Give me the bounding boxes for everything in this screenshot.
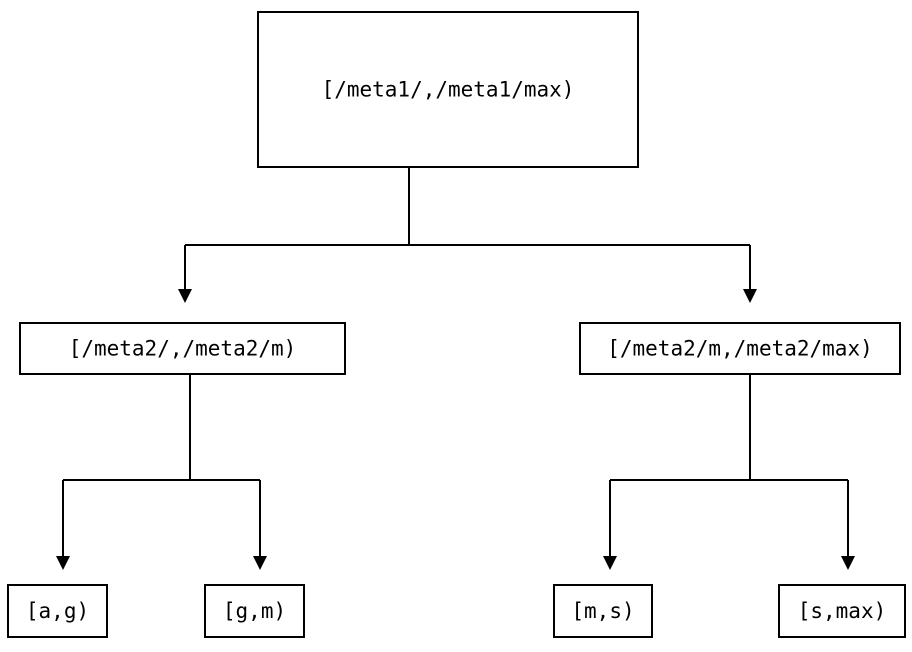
node-leaf-a-g[interactable]: [a,g)	[7, 584, 108, 638]
node-leaf-g-m-label: [g,m)	[223, 599, 286, 623]
arrowhead-icon-root-left	[178, 289, 192, 303]
node-leaf-a-g-box	[7, 584, 108, 638]
node-leaf-s-max-box	[778, 584, 906, 638]
node-leaf-s-max-label: [s,max)	[798, 599, 887, 623]
edge-group-right-split	[603, 374, 855, 570]
node-root-box	[257, 11, 639, 168]
node-leaf-g-m[interactable]: [g,m)	[204, 584, 305, 638]
node-mid-right-box	[579, 322, 901, 375]
arrowhead-icon-right-left	[603, 556, 617, 570]
node-mid-right[interactable]: [/meta2/m,/meta2/max)	[579, 322, 901, 375]
node-mid-left-label: [/meta2/,/meta2/m)	[69, 337, 297, 361]
node-leaf-a-g-label: [a,g)	[26, 599, 89, 623]
edge-group-root-split	[178, 167, 757, 303]
node-root[interactable]: [/meta1/,/meta1/max)	[257, 11, 639, 168]
node-mid-right-label: [/meta2/m,/meta2/max)	[607, 337, 873, 361]
arrowhead-icon-right-right	[841, 556, 855, 570]
node-leaf-m-s-label: [m,s)	[571, 599, 634, 623]
node-leaf-m-s[interactable]: [m,s)	[553, 584, 653, 638]
arrowhead-icon-left-right	[253, 556, 267, 570]
node-mid-left-box	[19, 322, 346, 375]
node-mid-left[interactable]: [/meta2/,/meta2/m)	[19, 322, 346, 375]
node-leaf-s-max[interactable]: [s,max)	[778, 584, 906, 638]
arrowhead-icon-left-left	[56, 556, 70, 570]
node-leaf-m-s-box	[553, 584, 653, 638]
edge-group-left-split	[56, 374, 267, 570]
node-leaf-g-m-box	[204, 584, 305, 638]
node-root-label: [/meta1/,/meta1/max)	[322, 78, 575, 102]
arrowhead-icon-root-right	[743, 289, 757, 303]
